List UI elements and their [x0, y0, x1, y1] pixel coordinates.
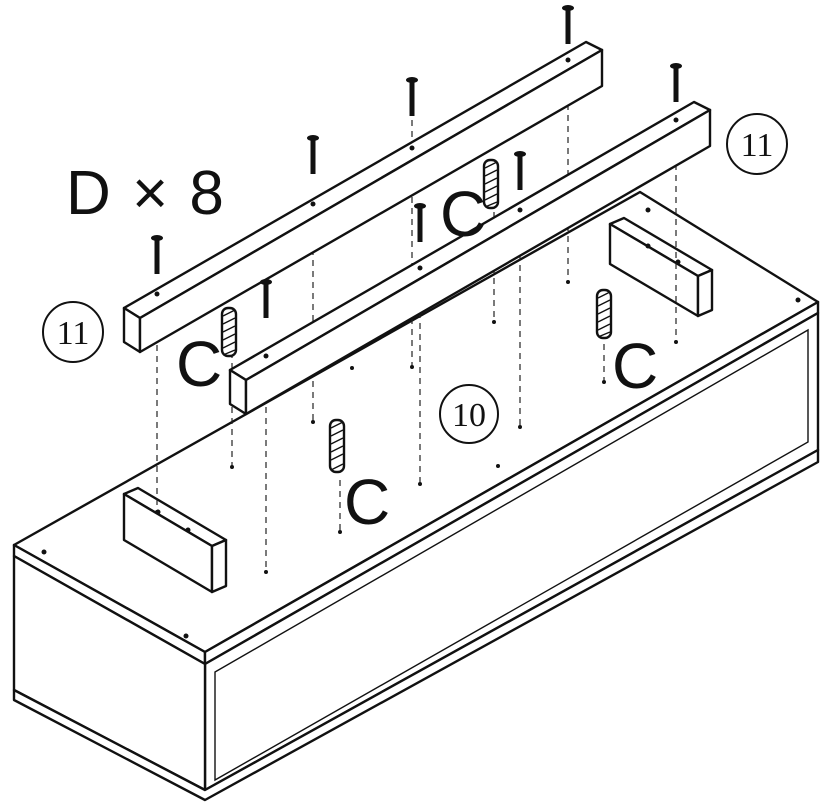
part-number-badge: 11 [726, 113, 788, 175]
screw-icon [514, 151, 526, 190]
dowel-icon [328, 418, 346, 474]
dowel-icon [482, 158, 500, 210]
screw-icon [406, 77, 418, 116]
dowel-icon [595, 288, 613, 340]
support-block-front [122, 486, 228, 594]
screw-icon [151, 235, 163, 274]
dowels-c [220, 158, 613, 474]
screw-icon [670, 63, 682, 102]
screws-d [151, 5, 682, 318]
dowel-label: C [440, 178, 486, 250]
part-number-badge: 10 [439, 384, 499, 444]
part-number-rail: 11 [57, 315, 90, 352]
screw-icon [414, 203, 426, 242]
screw-icon [307, 135, 319, 174]
dowel-label: C [344, 466, 390, 538]
hardware-quantity-label: D × 8 [66, 159, 226, 228]
dowel-label: C [176, 328, 222, 400]
rail-front [228, 100, 712, 416]
support-block-back [608, 216, 714, 318]
part-number-panel: 10 [452, 397, 486, 434]
cabinet-front-inset [214, 328, 809, 782]
screw-icon [562, 5, 574, 44]
dowel-icon [220, 306, 238, 358]
cabinet-bottom-edge [12, 448, 820, 802]
rail-back [122, 40, 604, 354]
dowel-label: C [612, 330, 658, 402]
screw-icon [260, 279, 272, 318]
part-number-rail: 11 [741, 127, 774, 164]
part-number-badge: 11 [42, 301, 104, 363]
